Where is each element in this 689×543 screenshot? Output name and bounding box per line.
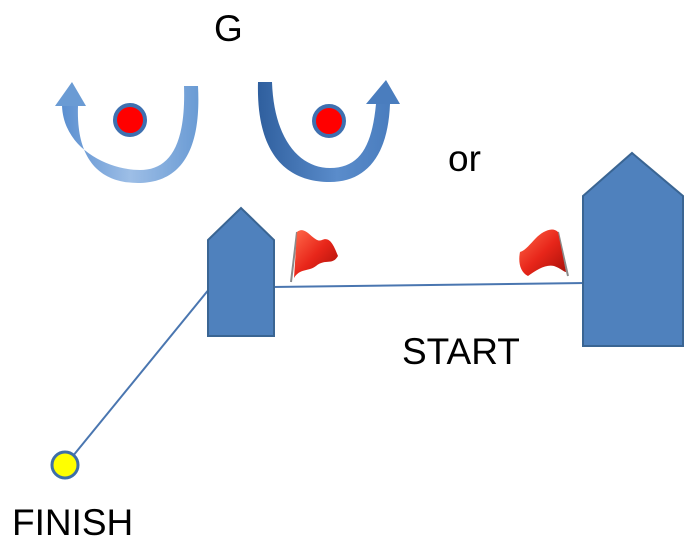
start-line [271,282,587,288]
start-label: START [402,331,520,372]
leeward-gate-label: G [214,8,243,49]
or-label: or [448,138,481,179]
yellow-buoy-icon [50,450,80,480]
finish-label: FINISH [12,502,134,543]
red-flag-icon [290,230,338,283]
red-flag-icon [519,229,569,277]
finish-line [67,287,211,463]
committee-boat-icon [207,206,275,337]
counterclockwise-rounding-arrow-icon [55,82,199,183]
red-mark-icon [312,104,346,138]
red-mark-icon [113,103,147,137]
committee-boat-icon [582,151,684,347]
clockwise-rounding-arrow-icon [257,80,400,182]
